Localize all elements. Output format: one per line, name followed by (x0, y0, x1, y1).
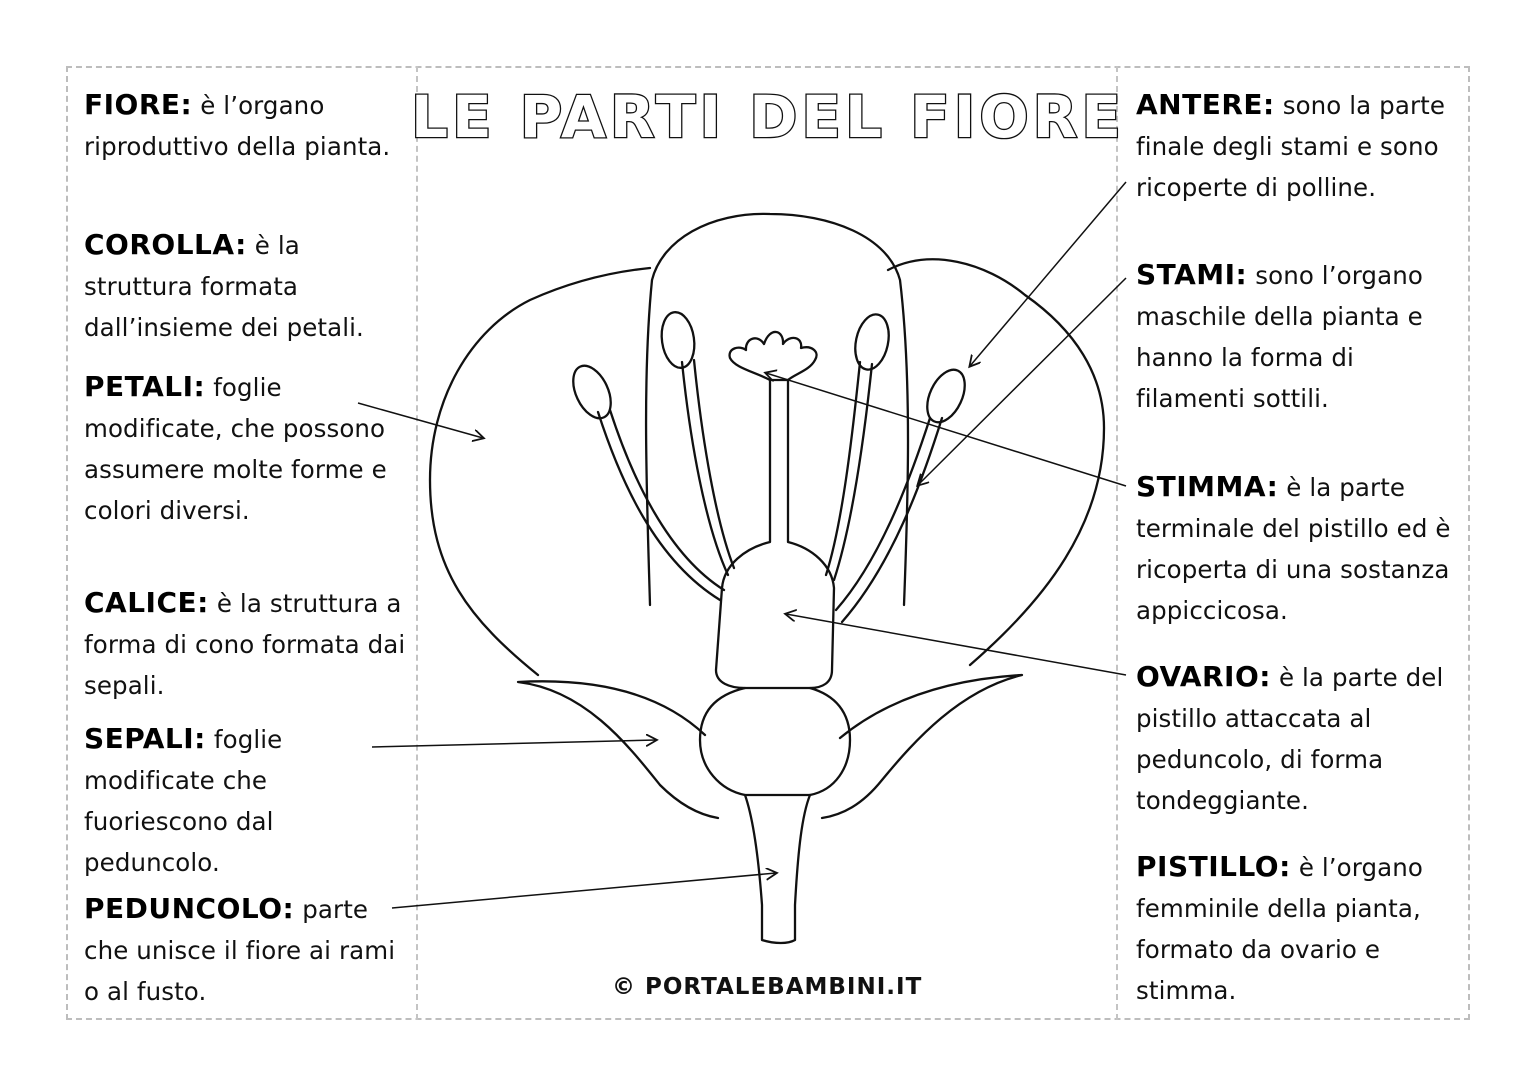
term-description: parte che unisce il fiore ai rami o al f… (84, 895, 396, 1006)
left-sepal (516, 680, 720, 820)
term-description: foglie modificate che fuoriescono dal pe… (84, 725, 283, 877)
anther-4 (926, 368, 966, 424)
term-label: CALICE: (84, 586, 209, 619)
term-description: è la parte del pistillo attaccata al ped… (1136, 663, 1444, 815)
term-description: è l’organo riproduttivo della pianta. (84, 91, 391, 161)
arrow-ovario (786, 614, 1127, 676)
term-label: SEPALI: (84, 722, 206, 755)
term-description: foglie modificate, che possono assumere … (84, 373, 387, 525)
stamen-filament-3b (832, 362, 874, 582)
term-label: STIMMA: (1136, 470, 1279, 503)
left-divider (416, 66, 418, 1020)
left-petal (428, 266, 652, 677)
entry-sepali: SEPALI:foglie modificate che fuoriescono… (84, 718, 414, 883)
term-description: sono l’organo maschile della pianta e ha… (1136, 261, 1423, 413)
receptacle (698, 686, 852, 797)
right-sepal (820, 673, 1024, 820)
peduncle (743, 793, 812, 945)
term-description: è la parte terminale del pistillo ed è r… (1136, 473, 1451, 625)
right-divider (1116, 66, 1118, 1020)
arrow-stami (918, 277, 1127, 485)
arrow-petali (357, 402, 483, 438)
entry-stami: STAMI:sono l’organo maschile della piant… (1136, 254, 1461, 419)
term-description: sono la parte finale degli stami e sono … (1136, 91, 1446, 202)
term-label: PISTILLO: (1136, 850, 1291, 883)
stamen-filament-2 (680, 360, 730, 577)
arrow-antere (970, 181, 1127, 366)
arrow-peduncolo (391, 873, 776, 909)
entry-petali: PETALI:foglie modificate, che possono as… (84, 366, 414, 531)
stamen-filament-4b (840, 416, 944, 624)
stamen-filament-4 (834, 416, 932, 612)
term-label: COROLLA: (84, 228, 247, 261)
anther-3 (854, 313, 890, 371)
entry-pistillo: PISTILLO:è l’organo femminile della pian… (1136, 846, 1461, 1011)
anther-1 (572, 364, 612, 420)
stigma (728, 330, 818, 382)
term-description: è l’organo femminile della pianta, forma… (1136, 853, 1423, 1005)
term-label: OVARIO: (1136, 660, 1271, 693)
copyright-notice: © PORTALEBAMBINI.IT (612, 974, 923, 1000)
entry-ovario: OVARIO:è la parte del pistillo attaccata… (1136, 656, 1461, 821)
entry-calice: CALICE:è la struttura a forma di cono fo… (84, 582, 414, 706)
term-label: PETALI: (84, 370, 206, 403)
stamen-filament-1b (608, 408, 726, 592)
term-description: è la struttura a forma di cono formata d… (84, 589, 406, 700)
term-description: è la struttura formata dall’insieme dei … (84, 231, 364, 342)
term-label: ANTERE: (1136, 88, 1275, 121)
term-label: FIORE: (84, 88, 193, 121)
page-title: LE PARTI DEL FIORE (411, 83, 1125, 151)
entry-fiore: FIORE:è l’organo riproduttivo della pian… (84, 84, 414, 167)
stamen-filament-2b (692, 358, 736, 570)
term-label: PEDUNCOLO: (84, 892, 295, 925)
ovary (714, 378, 836, 690)
entry-antere: ANTERE:sono la parte finale degli stami … (1136, 84, 1461, 208)
stamen-filament-1 (596, 410, 722, 602)
right-petal (886, 258, 1106, 667)
anther-2 (660, 311, 696, 369)
stamen-filament-3 (824, 360, 862, 577)
center-petal (644, 212, 910, 607)
entry-corolla: COROLLA:è la struttura formata dall’insi… (84, 224, 414, 348)
dashed-frame (66, 66, 1470, 1020)
arrow-sepali (371, 740, 656, 748)
arrow-stimma (766, 373, 1127, 487)
entry-stimma: STIMMA:è la parte terminale del pistillo… (1136, 466, 1461, 631)
term-label: STAMI: (1136, 258, 1248, 291)
entry-peduncolo: PEDUNCOLO:parte che unisce il fiore ai r… (84, 888, 414, 1012)
